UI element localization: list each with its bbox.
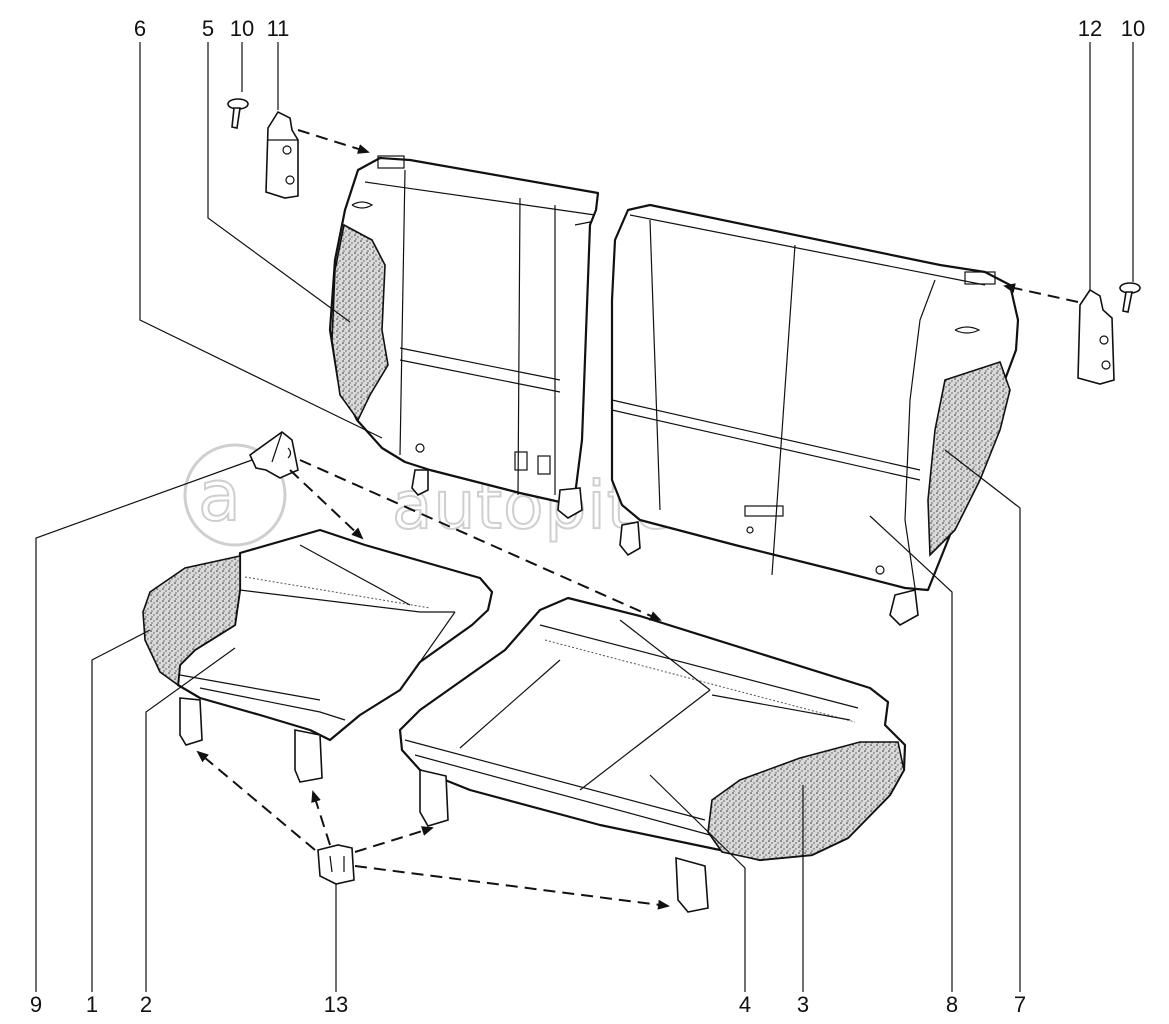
left-latch-bracket-11 <box>265 110 299 199</box>
right-cushion-rear-hook <box>419 768 449 827</box>
center-bracket-9 <box>248 430 299 479</box>
label-4: 4 <box>739 992 751 1017</box>
left-seat-cushion-foam <box>142 555 241 687</box>
left-backrest <box>328 155 600 504</box>
left-bolt-10 <box>227 98 249 129</box>
right-backrest-right-hinge <box>889 589 919 626</box>
clip-13 <box>317 844 355 885</box>
right-backrest-side-foam <box>927 360 1011 557</box>
right-cushion-front-hook <box>675 856 709 913</box>
label-12: 12 <box>1078 16 1102 41</box>
label-11: 11 <box>267 16 290 41</box>
svg-text:a: a <box>198 455 242 537</box>
label-1: 1 <box>86 992 98 1017</box>
right-backrest <box>610 203 1020 592</box>
label-7: 7 <box>1014 992 1026 1017</box>
label-10b: 10 <box>1121 16 1145 41</box>
left-backrest-hinge <box>411 469 429 496</box>
left-backrest-side-foam <box>331 223 389 422</box>
left-cushion-rear-hook <box>294 729 323 783</box>
leader-lines <box>35 42 1134 992</box>
left-cushion-front-hook <box>179 697 203 746</box>
right-seat-cushion-foam <box>707 741 905 861</box>
right-bolt-10 <box>1119 282 1141 313</box>
label-13: 13 <box>324 992 348 1017</box>
label-2: 2 <box>140 992 152 1017</box>
assembly-arrows <box>196 129 1079 910</box>
left-backrest-hook <box>557 487 583 519</box>
label-6: 6 <box>134 16 146 41</box>
right-backrest-left-hinge <box>619 521 641 557</box>
label-5: 5 <box>202 16 214 41</box>
label-9: 9 <box>30 992 42 1017</box>
right-latch-bracket-12 <box>1077 288 1115 385</box>
label-3: 3 <box>797 992 809 1017</box>
label-8: 8 <box>946 992 958 1017</box>
label-10a: 10 <box>230 16 254 41</box>
